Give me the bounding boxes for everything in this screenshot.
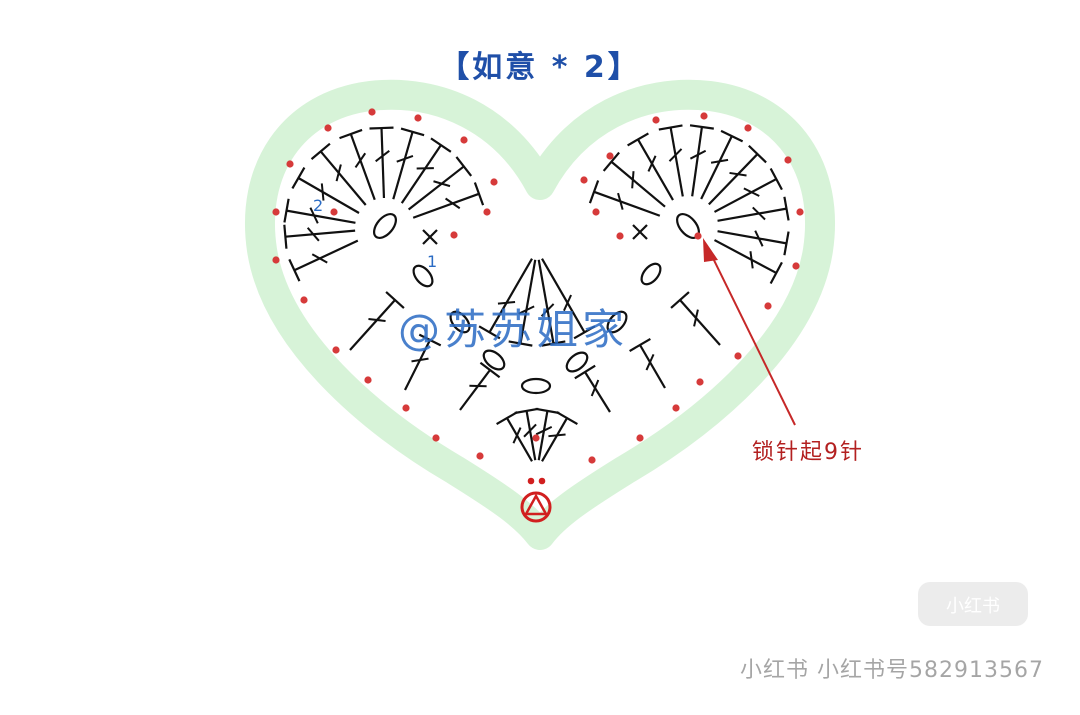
platform-watermark: 小红书 小红书号582913567 — [740, 658, 1044, 683]
slip-stitch-dot-icon — [616, 232, 624, 240]
treble-stitch-icon — [459, 361, 501, 411]
treble-stitch-icon — [670, 291, 721, 346]
slip-stitch-dot-icon — [796, 208, 804, 216]
slip-stitch-dot-icon — [672, 404, 680, 412]
chain-oval-icon — [520, 377, 552, 395]
treble-stitch-icon — [602, 151, 666, 208]
treble-stitch-icon — [288, 239, 359, 282]
slip-stitch-dot-icon — [734, 352, 742, 360]
single-crochet-icon — [422, 229, 438, 245]
slip-stitch-dot-icon — [272, 208, 280, 216]
treble-stitch-icon — [404, 333, 442, 391]
slip-stitch-dot-icon — [696, 378, 704, 386]
stitch-layer — [283, 124, 790, 462]
treble-stitch-icon — [629, 338, 666, 389]
treble-stitch-icon — [283, 224, 356, 249]
chain-oval-icon — [640, 262, 662, 286]
treble-stitch-icon — [349, 291, 405, 351]
slip-stitch-dot-icon — [414, 114, 422, 122]
slip-stitch-dot-icon — [652, 116, 660, 124]
slip-stitch-dot-icon — [580, 176, 588, 184]
treble-stitch-icon — [541, 258, 596, 340]
magic-ring-icon — [520, 477, 552, 523]
slip-stitch-dot-icon — [744, 124, 752, 132]
chain-oval-icon — [482, 349, 506, 371]
slip-stitch-dot-icon — [364, 376, 372, 384]
start-chain-annotation: 锁针起9针 — [752, 440, 864, 465]
author-watermark: @苏苏姐家 — [398, 305, 629, 354]
slip-stitch-dot-icon — [460, 136, 468, 144]
slip-stitch-dot-icon — [532, 434, 540, 442]
treble-stitch-icon — [400, 137, 452, 204]
treble-stitch-icon — [508, 259, 537, 347]
treble-stitch-icon — [627, 132, 674, 201]
slip-stitch-dot-icon — [272, 256, 280, 264]
treble-stitch-icon — [392, 127, 425, 200]
slip-stitch-dot-icon — [324, 124, 332, 132]
treble-stitch-icon — [339, 128, 376, 201]
chain-oval-icon — [606, 310, 628, 334]
slip-stitch-dot-icon — [636, 434, 644, 442]
slip-stitch-dot-icon — [700, 112, 708, 120]
treble-stitch-icon — [283, 198, 356, 224]
slip-stitch-dot-icon — [588, 456, 596, 464]
treble-stitch-icon — [291, 167, 360, 214]
treble-stitch-icon — [717, 196, 790, 222]
chain-oval-icon — [565, 351, 589, 373]
treble-stitch-icon — [412, 182, 485, 219]
row-label-1: 1 — [427, 252, 438, 271]
slip-stitch-dot-icon — [402, 404, 410, 412]
slip-stitch-dot-icon — [490, 178, 498, 186]
svg-text:小红书: 小红书 — [946, 596, 1000, 617]
treble-stitch-icon — [496, 411, 533, 462]
treble-stitch-icon — [310, 142, 367, 206]
treble-stitch-icon — [713, 239, 783, 285]
treble-stitch-icon — [658, 124, 684, 197]
treble-stitch-icon — [713, 167, 783, 213]
treble-stitch-icon — [369, 126, 394, 199]
treble-stitch-icon — [478, 258, 533, 340]
slip-stitch-dot-icon — [330, 208, 338, 216]
treble-stitch-icon — [514, 407, 539, 461]
treble-stitch-icon — [407, 156, 473, 211]
slip-stitch-dot-icon — [432, 434, 440, 442]
treble-stitch-icon — [541, 411, 578, 462]
slip-stitch-dot-icon — [368, 108, 376, 116]
slip-stitch-dot-icon — [450, 231, 458, 239]
platform-logo: 小红书 — [914, 578, 1032, 646]
treble-stitch-icon — [588, 180, 661, 217]
single-crochet-icon — [632, 224, 648, 240]
treble-stitch-icon — [535, 407, 560, 461]
slip-stitch-dot-icon — [592, 208, 600, 216]
slip-stitch-dot-icon — [606, 152, 614, 160]
slip-stitch-dot-icon — [476, 452, 484, 460]
slip-stitch-dot-icon — [792, 262, 800, 270]
slip-stitch-dot-icon — [300, 296, 308, 304]
slip-stitch-dot-icon — [764, 302, 772, 310]
slip-stitch-dot-icon — [286, 160, 294, 168]
chain-oval-icon — [373, 213, 397, 239]
treble-stitch-icon — [574, 364, 611, 413]
treble-stitch-icon — [708, 144, 767, 206]
slip-stitch-dot-icon — [332, 346, 340, 354]
slip-stitch-dot-icon — [694, 232, 702, 240]
slip-stitch-dot-icon — [483, 208, 491, 216]
diagram-title: 【如意 * 2】 — [439, 50, 641, 85]
arrow-icon — [703, 238, 796, 426]
treble-stitch-icon — [537, 259, 566, 347]
slip-stitch-dot-icon — [784, 156, 792, 164]
treble-stitch-icon — [717, 230, 790, 256]
chain-oval-icon — [449, 310, 471, 334]
treble-stitch-icon — [689, 124, 714, 197]
chain-oval-icon — [412, 264, 434, 288]
treble-stitch-icon — [700, 129, 744, 200]
row-label-2: 2 — [313, 196, 324, 215]
slip-stitch-dot-layer — [272, 108, 804, 464]
heart-outer-band — [245, 79, 835, 550]
